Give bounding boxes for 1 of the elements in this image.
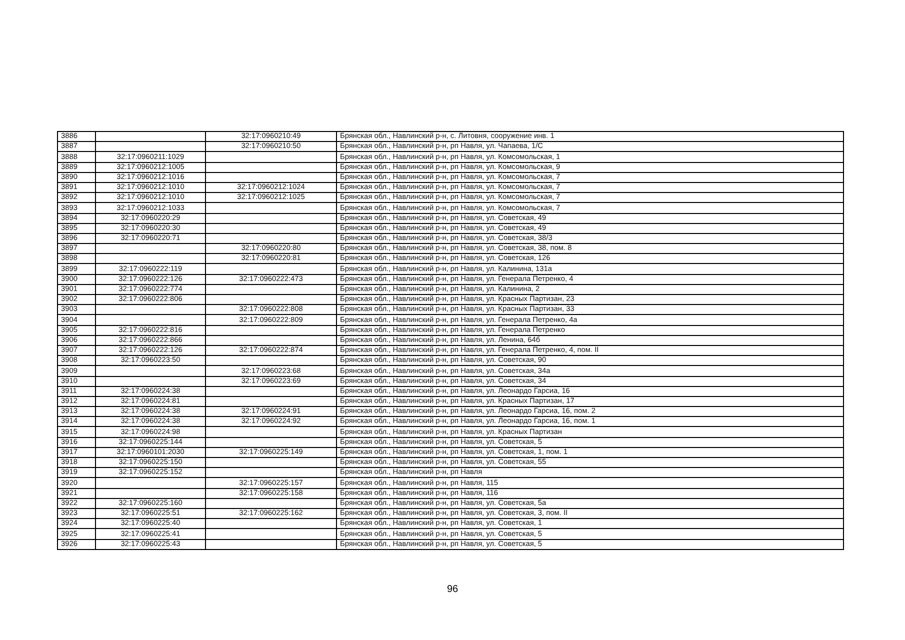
page-number: 96 (446, 584, 460, 595)
